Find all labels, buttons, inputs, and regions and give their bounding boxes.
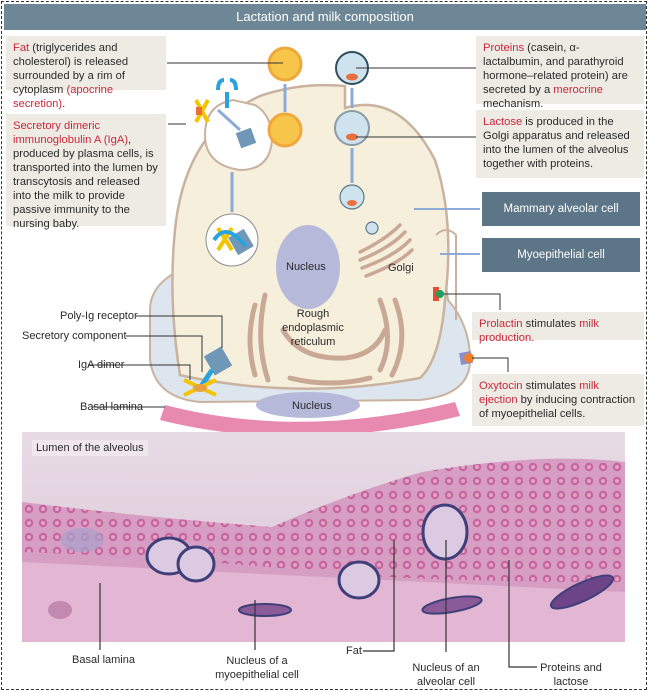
nucleus-photo-3 xyxy=(337,560,381,600)
oxytocin-highlight: Oxytocin xyxy=(479,380,523,392)
milk-ejection-highlight: milk ejection xyxy=(479,380,599,406)
protein-vesicle-golgi xyxy=(339,184,365,210)
label-basal-lamina: Basal lamina xyxy=(80,401,143,413)
photo-label-proteins-lactose: Proteins and lactose xyxy=(540,662,602,688)
lactose-content xyxy=(346,133,358,141)
released-secretory-component xyxy=(216,78,238,108)
rough-er xyxy=(247,292,405,386)
proteins-highlight: Proteins xyxy=(483,42,525,54)
fat-droplet-cell xyxy=(267,112,303,148)
label-nucleus-bottom: Nucleus xyxy=(292,400,332,412)
label-nucleus-top: Nucleus xyxy=(286,261,326,273)
oxytocin-text: stimulates xyxy=(522,380,580,392)
prolactin-text: stimulates xyxy=(522,318,580,330)
nucleus-alveolar xyxy=(276,225,340,309)
proteins-text-end: mechanism. xyxy=(483,98,544,110)
cell-diagram xyxy=(88,46,509,437)
photo-label-basal-lamina: Basal lamina xyxy=(72,654,135,666)
protein-content xyxy=(346,73,358,81)
iga-highlight: Secretory dimeric immunoglobulin A (IgA) xyxy=(13,120,129,146)
golgi-vesicle xyxy=(365,221,379,235)
elongated-nucleus-photo-2 xyxy=(549,574,615,610)
cell-label-lines xyxy=(414,208,480,255)
merocrine-highlight: merocrine xyxy=(553,84,604,96)
nucleus-photo-left xyxy=(60,528,104,552)
oxytocin-ligand xyxy=(464,353,474,363)
fat-text: (triglycerides and cholesterol) is relea… xyxy=(13,42,129,96)
secretory-component-vesicle xyxy=(212,230,248,248)
iga-box: Secretory dimeric immunoglobulin A (IgA)… xyxy=(6,114,166,230)
elongated-nucleus-photo xyxy=(421,595,483,615)
prolactin-box: Prolactin stimulates milk production. xyxy=(472,312,644,344)
label-iga-dimer: IgA dimer xyxy=(78,359,125,371)
apocrine-highlight: (apocrine secretion) xyxy=(13,84,114,110)
myoepithelial-protrusion xyxy=(435,229,457,320)
myoepithelial-nucleus-photo xyxy=(238,603,292,617)
histology-micrograph xyxy=(22,432,625,642)
proteins-box: Proteins (casein, α-lactalbumin, and par… xyxy=(476,36,644,110)
lumen-label: Lumen of the alveolus xyxy=(32,440,148,456)
oxytocin-text-end: by inducing contraction of myoepithelial… xyxy=(479,394,636,420)
label-secretory-component: Secretory component xyxy=(22,330,127,342)
proteins-text: (casein, α-lactalbumin, and parathyroid … xyxy=(483,42,628,96)
lactose-highlight: Lactose xyxy=(483,116,523,128)
iga-dimer-center xyxy=(193,384,207,392)
oxytocin-box: Oxytocin stimulates milk ejection by ind… xyxy=(472,374,644,426)
basal-lamina-band xyxy=(160,402,460,437)
fat-highlight: Fat xyxy=(13,42,30,54)
golgi-apparatus xyxy=(358,223,414,278)
label-poly-ig-receptor: Poly-Ig receptor xyxy=(60,310,138,322)
vesicle-content xyxy=(347,200,357,206)
nucleus-photo-2 xyxy=(176,545,216,583)
prolactin-highlight: Prolactin xyxy=(479,318,523,330)
iga-text: , produced by plasma cells, is transport… xyxy=(13,134,158,230)
micrograph-svg xyxy=(22,432,625,642)
fat-droplet-released xyxy=(267,46,303,82)
label-golgi: Golgi xyxy=(388,262,414,274)
poly-ig-receptor-basal xyxy=(203,346,233,376)
j-chain xyxy=(196,107,202,115)
lactose-text: is produced in the Golgi apparatus and r… xyxy=(483,116,630,170)
connective-tissue xyxy=(22,562,625,642)
prolactin-ligand xyxy=(436,290,444,298)
cell-photo-left xyxy=(48,601,72,619)
figure-title: Lactation and milk composition xyxy=(4,4,646,30)
cleaved-receptor xyxy=(235,127,257,149)
label-rer: Rough endoplasmic reticulum xyxy=(282,308,344,348)
fat-box: Fat (triglycerides and cholesterol) is r… xyxy=(6,36,166,110)
mammary-alveolar-cell-label: Mammary alveolar cell xyxy=(482,192,640,226)
photo-label-myo-nucleus: Nucleus of a myoepithelial cell xyxy=(215,655,299,681)
photo-label-fat: Fat xyxy=(346,645,362,657)
lactose-box: Lactose is produced in the Golgi apparat… xyxy=(476,110,644,178)
photo-label-alveolar-nucleus: Nucleus of an alveolar cell xyxy=(412,662,480,688)
iga-arrow-2 xyxy=(216,108,242,132)
leader-lines xyxy=(88,62,509,408)
alveolar-nucleus-photo xyxy=(421,503,469,561)
milk-production-highlight: milk production. xyxy=(479,318,599,344)
fat-text-end: . xyxy=(62,98,66,110)
myoepithelial-nucleus xyxy=(256,392,360,418)
myoepithelial-cell-label: Myoepithelial cell xyxy=(482,238,640,272)
